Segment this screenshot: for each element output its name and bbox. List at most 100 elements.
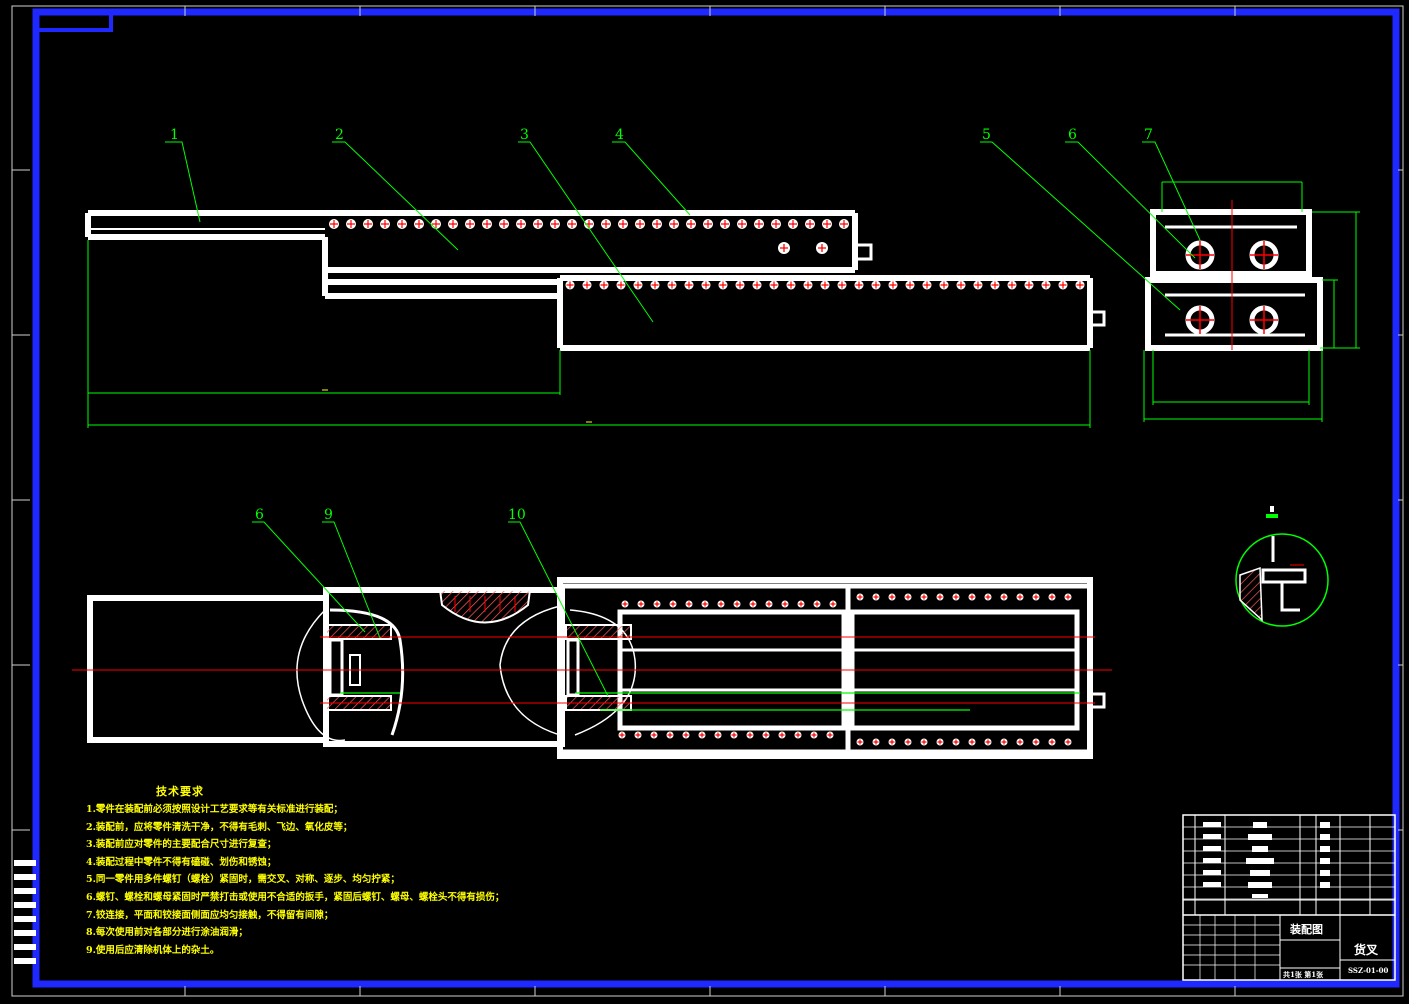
bolt-cross-icon xyxy=(500,220,508,228)
bolt-cross-icon xyxy=(667,732,673,738)
bolt-cross-icon xyxy=(957,281,965,289)
callout-3: 3 xyxy=(520,127,529,143)
bolt-cross-icon xyxy=(823,220,831,228)
bolt-cross-icon xyxy=(1033,739,1039,745)
side-view xyxy=(1143,181,1360,422)
bolt-cross-icon xyxy=(969,739,975,745)
bolt-cross-icon xyxy=(654,601,660,607)
bolt-cross-icon xyxy=(721,220,729,228)
bolt-cross-icon xyxy=(683,732,689,738)
bolt-cross-icon xyxy=(840,220,848,228)
bolt-cross-icon xyxy=(953,594,959,600)
bolt-cross-icon xyxy=(568,220,576,228)
note-line-9: 9.使用后应清除机体上的杂土。 xyxy=(86,944,220,956)
note-line-6: 6.螺钉、螺栓和螺母紧固时严禁打击或使用不合适的扳手，紧固后螺钉、螺母、螺栓头不… xyxy=(86,891,505,903)
bolt-cross-icon xyxy=(734,601,740,607)
bolt-cross-icon xyxy=(449,220,457,228)
bolt-cross-icon xyxy=(753,281,761,289)
bolt-cross-icon xyxy=(937,594,943,600)
bolt-cross-icon xyxy=(827,732,833,738)
bolt-cross-icon xyxy=(702,601,708,607)
bolt-cross-icon xyxy=(991,281,999,289)
bolt-cross-icon xyxy=(635,732,641,738)
bolt-cross-icon xyxy=(704,220,712,228)
technical-requirements: 技术要求 1.零件在装配前必须按照设计工艺要求等有关标准进行装配； 2.装配前，… xyxy=(86,783,606,959)
drawing-name: 货叉 xyxy=(1354,943,1379,957)
bolt-cross-icon xyxy=(619,732,625,738)
bolt-cross-icon xyxy=(872,281,880,289)
bolt-cross-icon xyxy=(905,739,911,745)
bolt-cross-icon xyxy=(686,601,692,607)
bolt-cross-icon xyxy=(985,594,991,600)
bolt-cross-icon xyxy=(653,220,661,228)
title-block xyxy=(1182,814,1396,981)
bolt-cross-icon xyxy=(670,601,676,607)
bolt-cross-icon xyxy=(634,281,642,289)
bolt-cross-icon xyxy=(750,601,756,607)
bolt-cross-icon xyxy=(747,732,753,738)
bolt-cross-icon xyxy=(1076,281,1084,289)
sheet-count: 共1张 第1张 xyxy=(1283,970,1324,979)
note-line-8: 8.每次使用前对各部分进行涂油润滑； xyxy=(86,927,248,939)
bolt-cross-icon xyxy=(381,220,389,228)
bolt-cross-icon xyxy=(779,732,785,738)
bolt-cross-icon xyxy=(731,732,737,738)
callout-7: 7 xyxy=(1144,127,1153,143)
bolt-cross-icon xyxy=(1025,281,1033,289)
bolt-cross-icon xyxy=(838,281,846,289)
bolt-cross-icon xyxy=(855,281,863,289)
bolt-cross-icon xyxy=(651,732,657,738)
front-view xyxy=(85,210,1106,428)
bearing-7 xyxy=(1185,240,1279,335)
bolt-cross-icon xyxy=(811,732,817,738)
bolt-cross-icon xyxy=(889,594,895,600)
callout-6-section: 6 xyxy=(255,507,264,523)
bolt-cross-icon xyxy=(806,220,814,228)
callout-9: 9 xyxy=(324,507,333,523)
bolt-cross-icon xyxy=(953,739,959,745)
bolt-cross-icon xyxy=(985,739,991,745)
bolt-cross-icon xyxy=(687,220,695,228)
bolt-cross-icon xyxy=(619,220,627,228)
bolt-cross-icon xyxy=(583,281,591,289)
roller-row-plan-top xyxy=(621,593,1072,608)
bolt-cross-icon xyxy=(906,281,914,289)
note-line-1: 1.零件在装配前必须按照设计工艺要求等有关标准进行装配； xyxy=(86,804,343,815)
bolt-cross-icon xyxy=(551,220,559,228)
bolt-cross-icon xyxy=(1033,594,1039,600)
bolt-cross-icon xyxy=(830,601,836,607)
bolt-cross-icon xyxy=(821,281,829,289)
bolt-cross-icon xyxy=(364,220,372,228)
bolt-cross-icon xyxy=(940,281,948,289)
bolt-cross-icon xyxy=(602,220,610,228)
callout-numbers: 1 2 3 4 5 6 7 6 9 10 xyxy=(170,127,1153,523)
callout-leaders xyxy=(165,141,1201,697)
bolt-cross-icon xyxy=(804,281,812,289)
bolt-cross-icon xyxy=(330,220,338,228)
callout-5: 5 xyxy=(982,127,991,143)
bolt-cross-icon xyxy=(1042,281,1050,289)
bolt-cross-icon xyxy=(770,281,778,289)
bolt-cross-icon xyxy=(738,220,746,228)
callout-2: 2 xyxy=(335,127,344,143)
bolt-cross-icon xyxy=(715,732,721,738)
bolt-cross-icon xyxy=(873,594,879,600)
bolt-cross-icon xyxy=(719,281,727,289)
bolt-cross-icon xyxy=(921,594,927,600)
bolt-cross-icon xyxy=(923,281,931,289)
bolt-cross-icon xyxy=(617,281,625,289)
bolt-cross-icon xyxy=(889,739,895,745)
bolt-cross-icon xyxy=(534,220,542,228)
detail-view-circle xyxy=(1235,506,1329,627)
bolt-cross-icon xyxy=(755,220,763,228)
bolt-cross-icon xyxy=(857,739,863,745)
bolt-cross-icon xyxy=(798,601,804,607)
bolt-cross-icon xyxy=(699,732,705,738)
bolt-cross-icon xyxy=(1001,594,1007,600)
bolt-cross-icon xyxy=(636,220,644,228)
bolt-cross-icon xyxy=(1049,739,1055,745)
bolt-cross-icon xyxy=(398,220,406,228)
bolt-cross-icon xyxy=(638,601,644,607)
bolt-cross-icon xyxy=(889,281,897,289)
bolt-pair-end xyxy=(778,242,828,254)
